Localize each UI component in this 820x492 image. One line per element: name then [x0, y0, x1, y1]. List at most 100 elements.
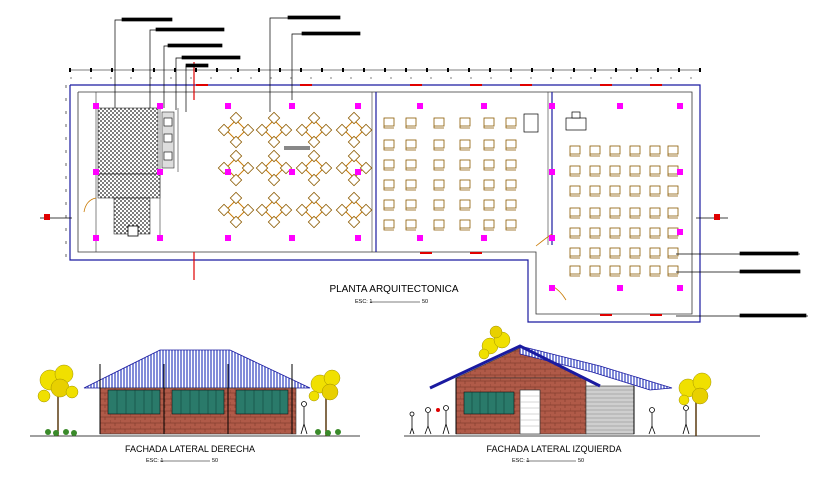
- dimension-tick: [195, 68, 197, 72]
- desk-top: [569, 247, 581, 257]
- desk-top: [649, 247, 661, 257]
- window-marker: [650, 84, 662, 86]
- desk-seat: [433, 228, 444, 231]
- desk-top: [569, 265, 581, 275]
- student-desk: [405, 199, 417, 211]
- student-desk: [505, 199, 517, 211]
- chair: [335, 203, 349, 217]
- dining-table: [217, 111, 255, 149]
- elevation-right: [30, 349, 360, 437]
- dining-table: [217, 191, 255, 229]
- desk-top: [433, 139, 445, 149]
- chair: [319, 161, 333, 175]
- chair: [319, 123, 333, 137]
- svg-text:ESC: 1: ESC: 1: [355, 299, 372, 305]
- column: [481, 235, 487, 241]
- chair: [267, 135, 281, 149]
- elevation-left-scale: ESC: 1 50: [512, 458, 584, 464]
- desk-seat: [589, 216, 600, 219]
- desk-seat: [649, 194, 660, 197]
- student-desk: [505, 139, 517, 151]
- desk-seat: [649, 174, 660, 177]
- figure-right-elevation: [300, 401, 308, 435]
- desk-top: [459, 139, 471, 149]
- dimension-tick: [636, 68, 638, 72]
- chair: [347, 173, 361, 187]
- chair: [335, 161, 349, 175]
- student-desk: [649, 165, 661, 177]
- desk-top: [649, 185, 661, 195]
- student-desk: [649, 185, 661, 197]
- student-desk: [505, 179, 517, 191]
- chair: [359, 161, 373, 175]
- chair: [241, 203, 255, 217]
- desk-top: [405, 219, 417, 229]
- dimension-tick: [300, 68, 302, 72]
- chair: [217, 123, 231, 137]
- student-desk: [649, 207, 661, 219]
- desk-top: [505, 219, 517, 229]
- desk-top: [383, 219, 395, 229]
- dimension-tick: [510, 68, 512, 72]
- desk-seat: [609, 274, 620, 277]
- student-desk: [569, 227, 581, 239]
- dimension-tick: [90, 68, 92, 72]
- desk-seat: [483, 168, 494, 171]
- student-desk: [383, 199, 395, 211]
- table-top: [225, 199, 247, 221]
- student-desk: [667, 247, 679, 259]
- chair: [307, 191, 321, 205]
- column: [225, 235, 231, 241]
- column: [549, 285, 555, 291]
- desk-seat: [459, 126, 470, 129]
- desk-top: [629, 265, 641, 275]
- desk-top: [667, 247, 679, 257]
- desk-seat: [649, 274, 660, 277]
- student-desk: [589, 185, 601, 197]
- desk-top: [383, 179, 395, 189]
- desk-seat: [629, 274, 640, 277]
- student-desk: [667, 265, 679, 277]
- desk-seat: [383, 168, 394, 171]
- structural-columns: [93, 103, 683, 291]
- column: [677, 103, 683, 109]
- desk-top: [383, 139, 395, 149]
- dimension-tick: [279, 68, 281, 72]
- dimension-tick: [321, 68, 323, 72]
- chair: [279, 203, 293, 217]
- desk-seat: [589, 174, 600, 177]
- chair: [229, 149, 243, 163]
- chair: [267, 173, 281, 187]
- chair: [307, 111, 321, 125]
- desk-seat: [609, 194, 620, 197]
- student-desk: [383, 117, 395, 129]
- desk-top: [383, 117, 395, 127]
- desk-seat: [609, 154, 620, 157]
- dimension-tick: [678, 68, 680, 72]
- student-desk: [667, 185, 679, 197]
- desk-seat: [609, 216, 620, 219]
- desk-seat: [483, 188, 494, 191]
- column: [417, 103, 423, 109]
- dimension-tick: [216, 68, 218, 72]
- desk-seat: [505, 148, 516, 151]
- chair: [307, 149, 321, 163]
- column: [289, 169, 295, 175]
- chair: [267, 111, 281, 125]
- desk-top: [483, 117, 495, 127]
- dimension-tick: [132, 68, 134, 72]
- student-desk: [609, 247, 621, 259]
- student-desk: [589, 247, 601, 259]
- desk-top: [649, 265, 661, 275]
- window-marker: [196, 84, 208, 86]
- column: [677, 285, 683, 291]
- desk-top: [609, 165, 621, 175]
- bathroom-area: [83, 107, 175, 237]
- student-desk: [629, 185, 641, 197]
- dining-table: [335, 111, 373, 149]
- desk-top: [609, 227, 621, 237]
- dimension-tick: [69, 68, 71, 72]
- dimension-tick: [489, 68, 491, 72]
- desk-top: [569, 227, 581, 237]
- desk-seat: [667, 216, 678, 219]
